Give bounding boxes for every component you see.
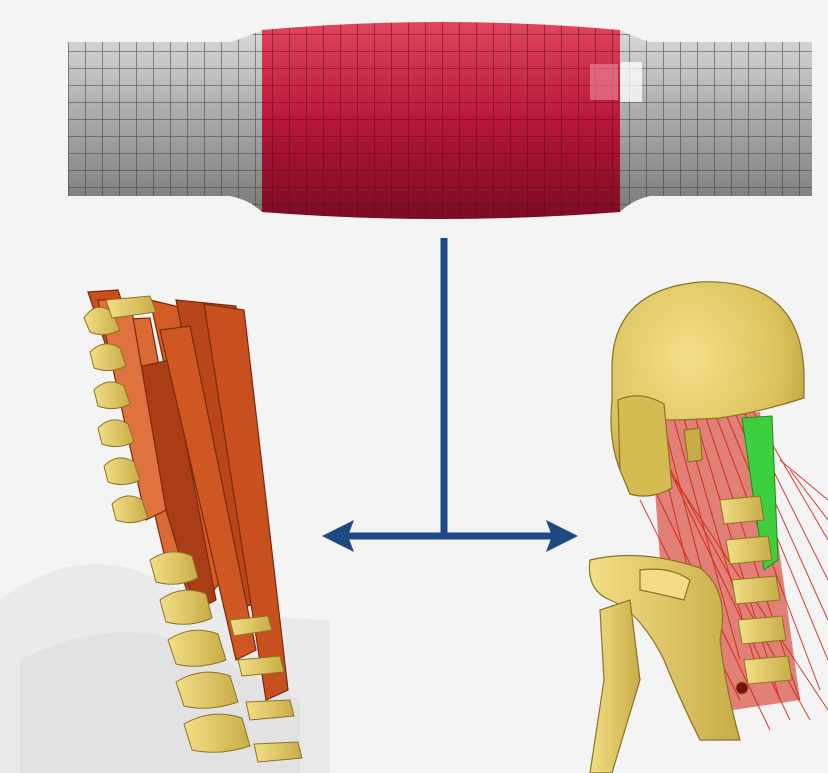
t-connector-arrows [322, 238, 578, 552]
head-neck-model [589, 282, 828, 773]
muscle-element-mesh [68, 22, 812, 219]
